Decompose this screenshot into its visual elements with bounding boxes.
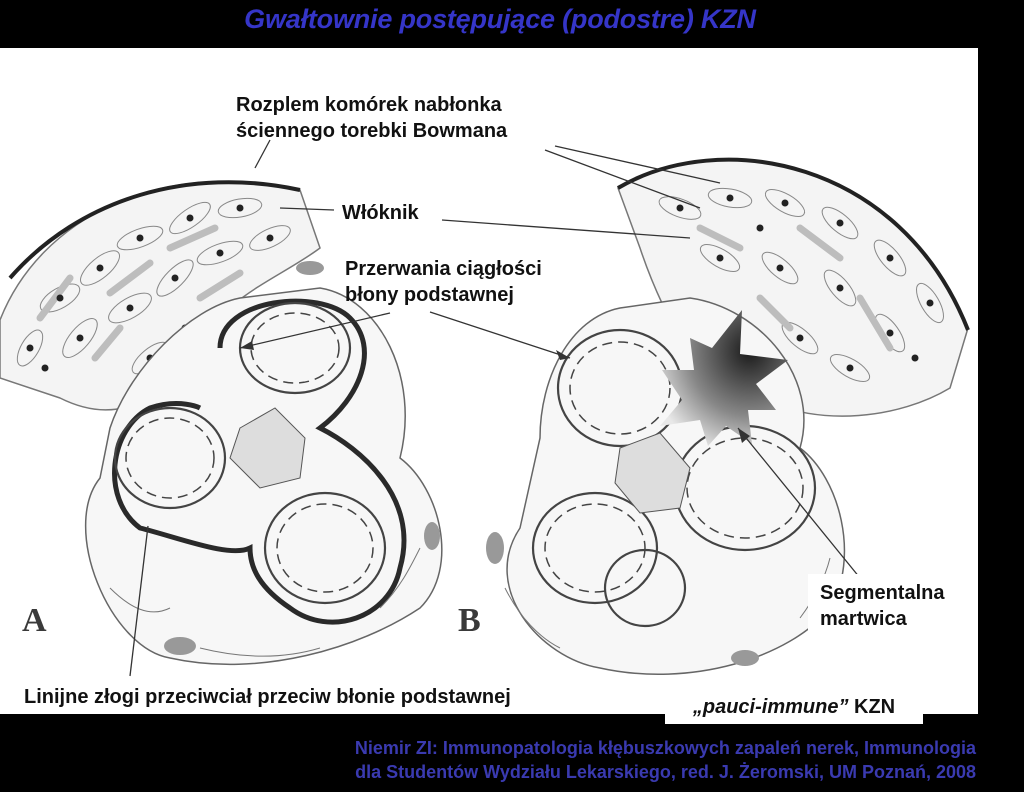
label-pauci-rest: KZN (848, 696, 896, 718)
citation-line1: Niemir ZI: Immunopatologia kłębuszkowych… (354, 738, 976, 758)
panel-letter-a: A (22, 602, 47, 639)
label-segmentalna-line1: Segmentalna (820, 582, 945, 604)
label-wloknik: Włóknik (342, 202, 419, 224)
slide-title: Gwałtownie postępujące (podostre) KZN (244, 4, 756, 34)
label-rozplem: Rozplem komórek nabłonka ściennego toreb… (236, 92, 507, 144)
label-linijne: Linijne złogi przeciwciał przeciw błonie… (24, 686, 511, 708)
annotation-lines (129, 139, 861, 677)
glomerulus-a (84, 261, 443, 666)
label-przerwania-line2: błony podstawnej (345, 284, 514, 306)
diagram-panel: Rozplem komórek nabłonka ściennego toreb… (0, 48, 978, 714)
citation-line2: dla Studentów Wydziału Lekarskiego, red.… (355, 762, 976, 782)
label-segmentalna: Segmentalna martwica (808, 574, 957, 638)
glomerulus-illustration (0, 139, 970, 677)
label-rozplem-line2: ściennego torebki Bowmana (236, 120, 508, 142)
label-pauci-immune: „pauci-immune” KZN (665, 690, 923, 724)
label-rozplem-line1: Rozplem komórek nabłonka (236, 94, 502, 116)
necrosis-focus (660, 310, 788, 446)
label-przerwania-line1: Przerwania ciągłości (345, 258, 542, 280)
label-segmentalna-line2: martwica (820, 608, 907, 630)
glomerulus-b (486, 297, 846, 675)
label-przerwania: Przerwania ciągłości błony podstawnej (345, 256, 542, 308)
panel-letter-b: B (458, 602, 481, 639)
label-pauci-italic: „pauci-immune” (692, 696, 849, 718)
citation: Niemir ZI: Immunopatologia kłębuszkowych… (0, 736, 1000, 784)
